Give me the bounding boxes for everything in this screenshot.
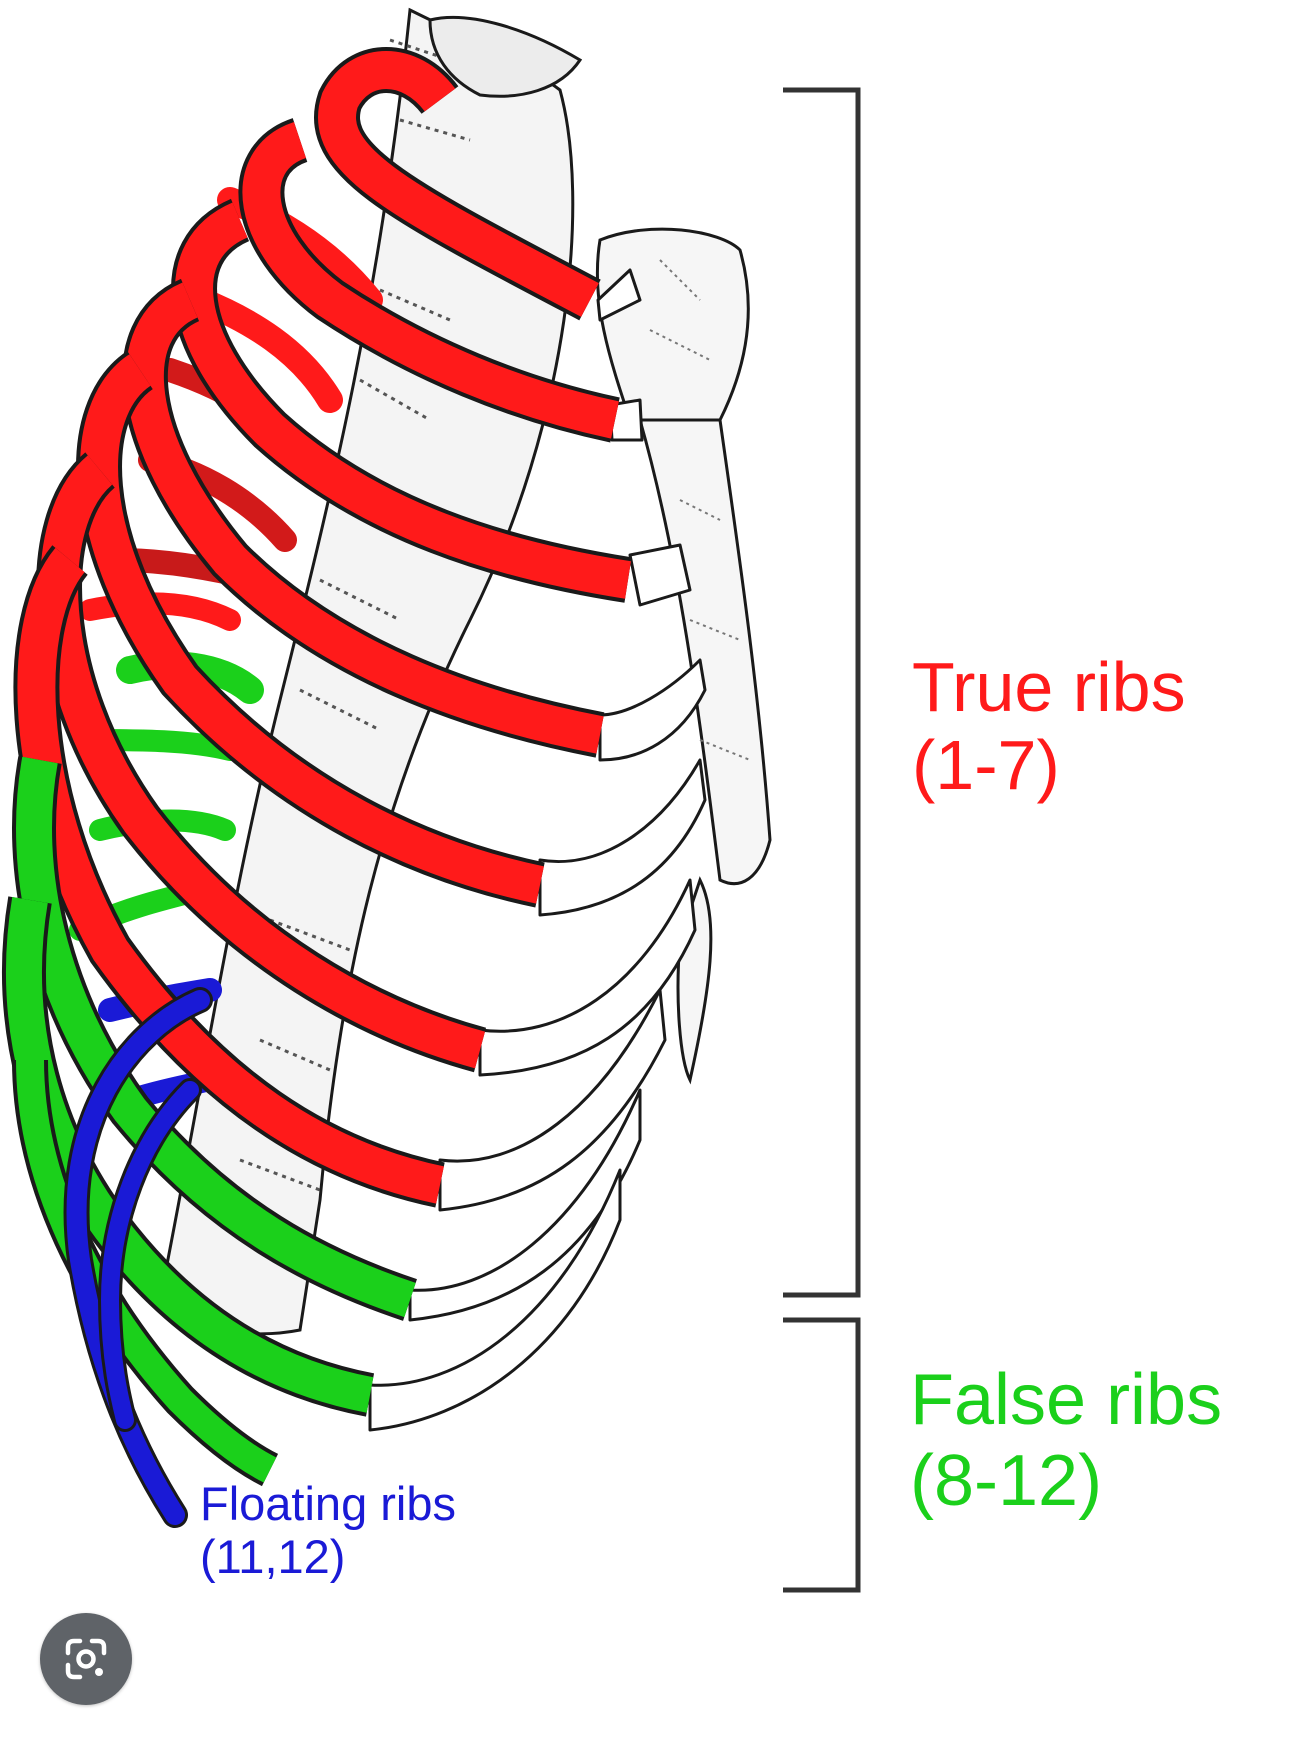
floating-ribs-range: (11,12) xyxy=(200,1531,456,1584)
true-ribs-label: True ribs (1-7) xyxy=(912,648,1186,805)
floating-ribs-label: Floating ribs (11,12) xyxy=(200,1478,456,1583)
false-ribs-label: False ribs (8-12) xyxy=(910,1360,1222,1521)
false-ribs-title: False ribs xyxy=(910,1360,1222,1441)
floating-ribs-title: Floating ribs xyxy=(200,1478,456,1531)
bracket-false-ribs xyxy=(783,1320,858,1590)
false-ribs-range: (8-12) xyxy=(910,1441,1222,1522)
true-ribs-range: (1-7) xyxy=(912,726,1186,804)
bracket-true-ribs xyxy=(783,90,858,1295)
true-ribs-title: True ribs xyxy=(912,648,1186,726)
google-lens-button[interactable] xyxy=(40,1613,132,1705)
google-lens-icon xyxy=(62,1635,110,1683)
